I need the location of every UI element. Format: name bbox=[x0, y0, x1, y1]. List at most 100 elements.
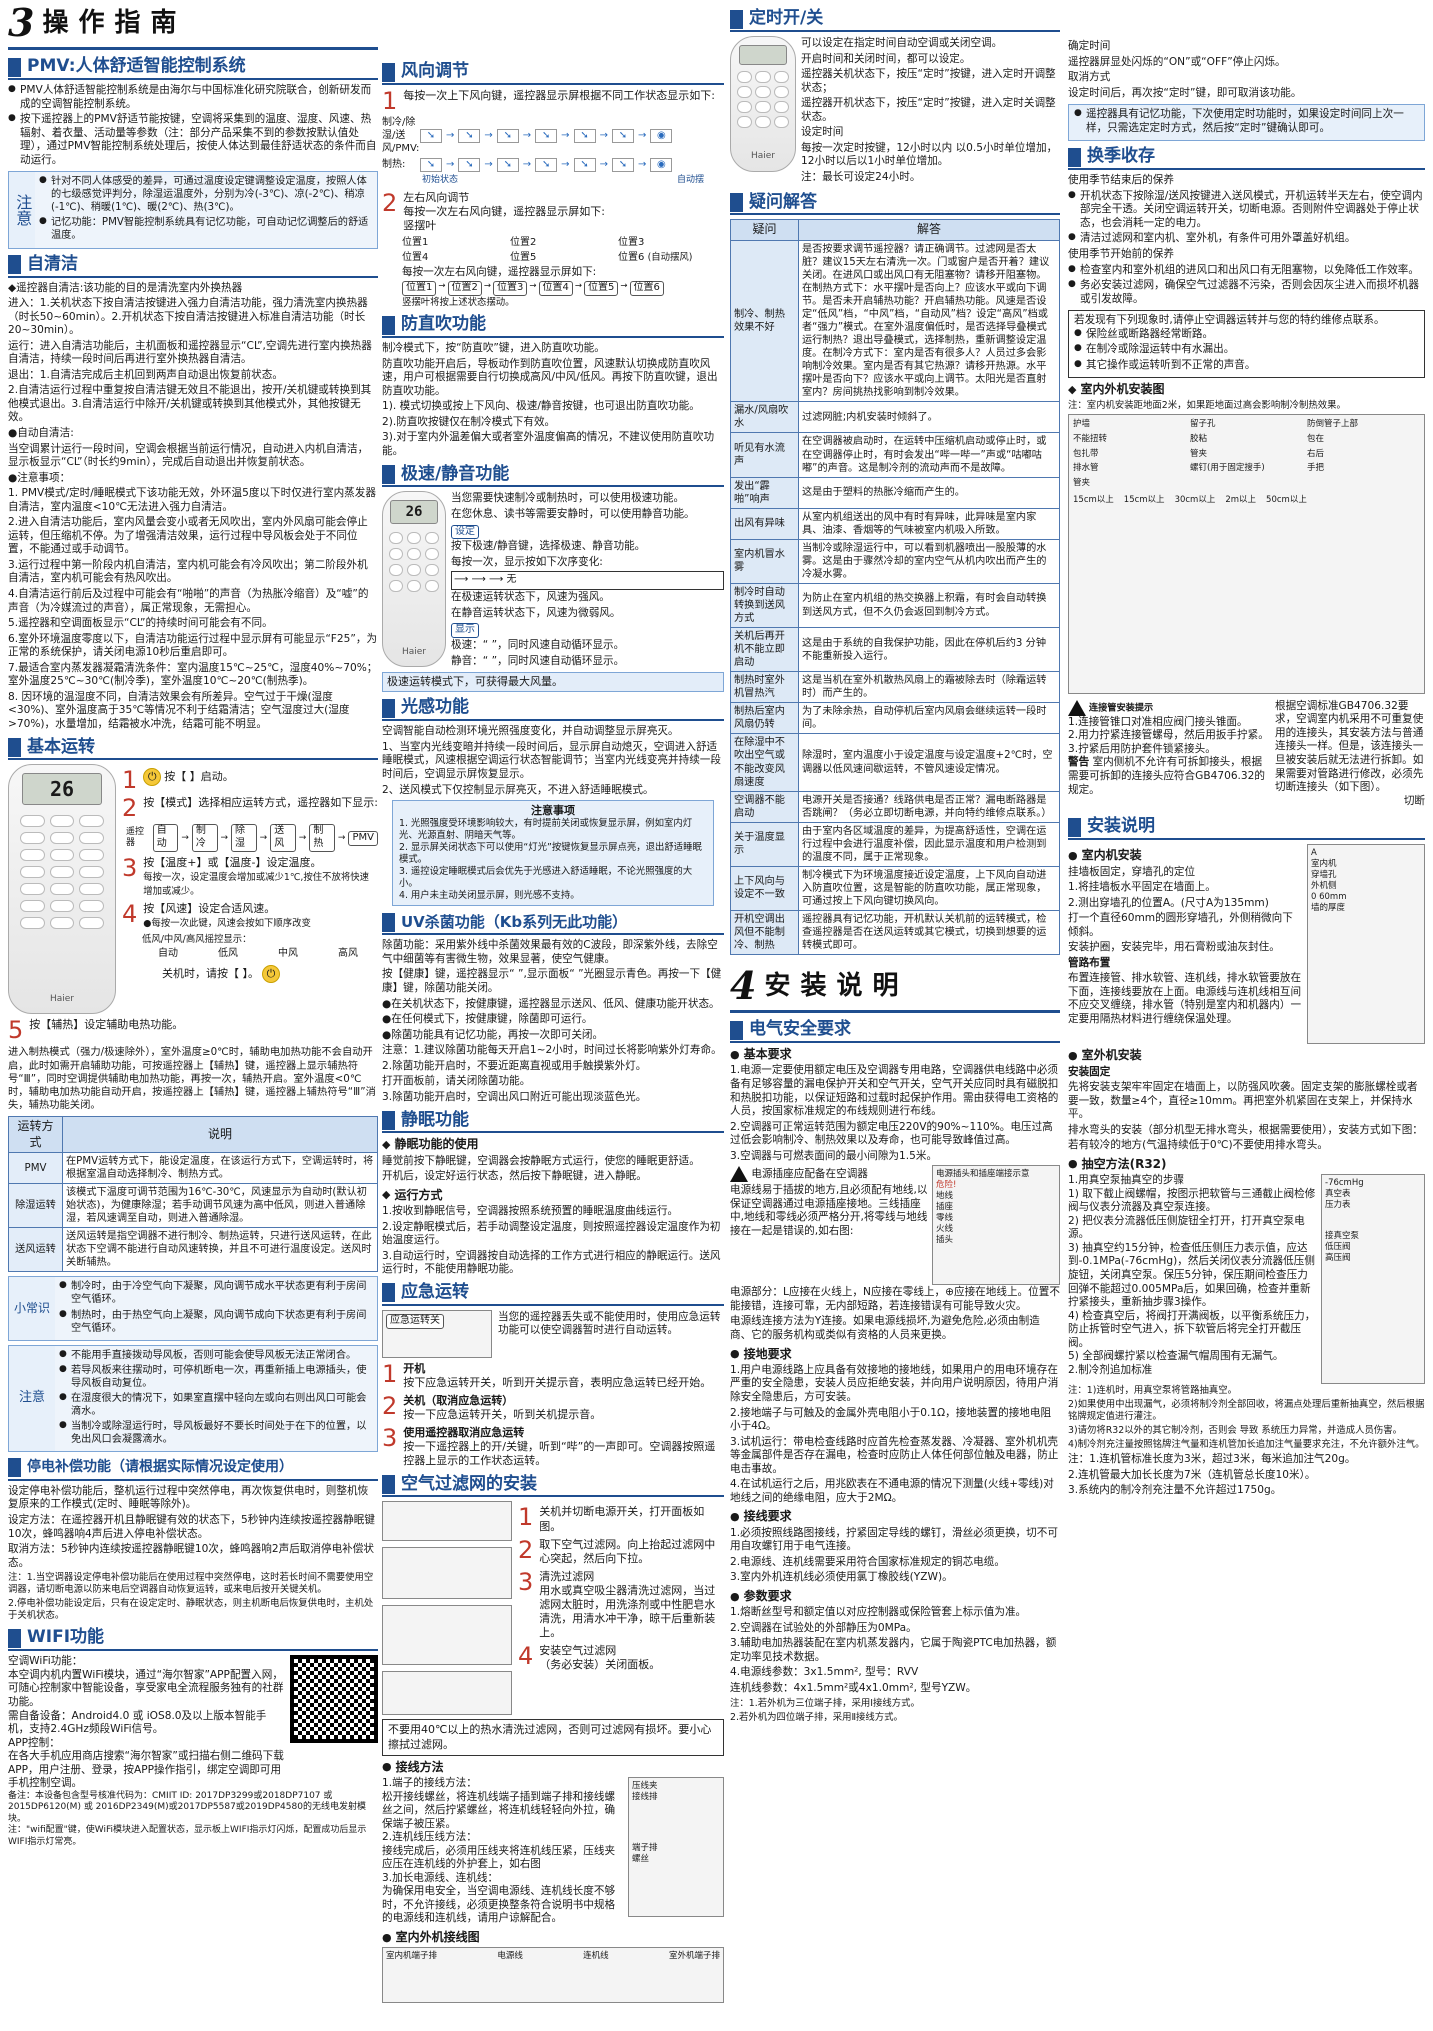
section-selfclean: 自清洁 bbox=[8, 254, 378, 278]
selfclean-line: 当空调累计运行一段时间，空调会根据当前运行情况，自动进入内机自清洁，显示板显示“… bbox=[8, 442, 369, 469]
position-grid: 位置1 位置2 位置3 位置4 位置5 位置6 (自动摆风) bbox=[402, 237, 693, 263]
selfclean-line: 2.进入自清洁功能后，室内风量会变小或者无风吹出，室内外风扇可能会停止运转，但压… bbox=[8, 516, 368, 556]
remote-key[interactable] bbox=[79, 866, 105, 879]
column-4: 确定时间 遥控器屏显处闪烁的“ON”或“OFF”停止闪烁。 取消方式 设定时间后… bbox=[1068, 0, 1425, 1500]
selfclean-line: 5.遥控器和空调面板显示“CL”的持续时间可能会有不同。 bbox=[8, 617, 273, 630]
remote-lcd: 26 bbox=[21, 773, 103, 806]
selfclean-line: 2.自清洁运行过程中重复按自清洁键无效且不能退出，按开/关机键或转换到其他模式退… bbox=[8, 384, 372, 424]
selfclean-line: 退出：1.自清洁完成后主机回到两声自动退出恢复前状态。 bbox=[8, 368, 283, 381]
section-title: 自清洁 bbox=[27, 253, 78, 274]
remote-key[interactable] bbox=[49, 832, 75, 845]
selfclean-line: 进入：1.关机状态下按自清洁按键进入强力自清洁功能，强力清洗室内换热器（时长50… bbox=[8, 297, 368, 337]
remote-key[interactable] bbox=[19, 815, 45, 828]
remote-key[interactable] bbox=[79, 849, 105, 862]
remote-buttons bbox=[19, 815, 105, 930]
table-row: 室内机冒水雾当制冷或除湿运行中，可以看到机器喷出一股股薄的水雾。这是由于骤然冷却… bbox=[730, 538, 1060, 584]
vane-icon: ➘ bbox=[611, 158, 634, 173]
vane-icon: ➘ bbox=[496, 129, 519, 144]
vane-icon: ➘ bbox=[458, 158, 481, 173]
section-season: 换季收存 bbox=[1068, 146, 1425, 171]
remote-key[interactable] bbox=[19, 917, 45, 930]
chapter-number: 4 bbox=[730, 963, 757, 1009]
remote-key[interactable] bbox=[19, 883, 45, 896]
remote-key[interactable] bbox=[19, 866, 45, 879]
terminal-diagram: 压线夹 接线排 端子排 螺丝 bbox=[628, 1776, 724, 1917]
vane-icon: ➘ bbox=[535, 158, 558, 173]
section-title: 换季收存 bbox=[1087, 146, 1155, 167]
remote-key[interactable] bbox=[49, 849, 75, 862]
remote-control-small: 26 Haier bbox=[382, 491, 446, 668]
chapter-title: 操作指南 bbox=[42, 7, 187, 38]
selfclean-line: 4.自清洁运行前后及过程中可能会有“啪啪”的声音（为热胀冷缩音）及“嘘”的声音（… bbox=[8, 588, 369, 614]
remote-key[interactable] bbox=[19, 849, 45, 862]
selfclean-line: ●注意事项： bbox=[8, 471, 71, 484]
remote-key[interactable] bbox=[49, 900, 75, 913]
indoor-unit-diagram bbox=[382, 1501, 512, 1542]
remote-key[interactable] bbox=[79, 900, 105, 913]
section-wifi: WIFI功能 bbox=[8, 1627, 378, 1652]
remote-brand: Haier bbox=[49, 993, 75, 1004]
section-filter: 空气过滤网的安装 bbox=[382, 1473, 724, 1498]
vane-icon: ➘ bbox=[535, 129, 558, 144]
remote-key[interactable] bbox=[19, 832, 45, 845]
qr-code[interactable] bbox=[290, 1655, 378, 1744]
remote-key[interactable] bbox=[49, 866, 75, 879]
column-3: 定时开/关 Haier 可以设定在指定时间自动空调或关闭空调。 开启时间和关闭时… bbox=[730, 8, 1060, 1723]
section-quiet: 极速/静音功能 bbox=[382, 463, 724, 488]
remote-key[interactable] bbox=[79, 917, 105, 930]
quiet-sequence: ⟶ ⟶ ⟶ 无 bbox=[451, 571, 724, 591]
table-row: 上下风向与设定不一致制冷模式下为环境温度接近设定温度，上下风向自动进入防直吹位置… bbox=[730, 865, 1060, 911]
chapter-number: 3 bbox=[8, 0, 35, 46]
chapter-4-header: 4 安装说明 bbox=[730, 963, 1060, 1014]
remote-lcd: 26 bbox=[390, 500, 438, 525]
remote-key[interactable] bbox=[49, 815, 75, 828]
section-title: 应急运转 bbox=[401, 1282, 469, 1303]
table-row: 制冷时自动转换到送风方式为防止在室内机组的热交换器上积霜，有时会自动转换到送风方… bbox=[730, 582, 1060, 629]
section-sleep: 静眠功能 bbox=[382, 1109, 724, 1134]
table-row: 制冷、制热效果不好是否按要求调节遥控器？请正确调节。过滤网是否太脏？建议15天左… bbox=[730, 239, 1060, 403]
pmv-note: 注意 针对不同人体感受的差异，可通过温度设定键调整设定温度，按照人体的七级感觉评… bbox=[8, 171, 378, 249]
plug-diagram: 电源插头和插座端接示意 危险! 地线 插座 零线 火线 插头 bbox=[932, 1165, 1060, 1286]
section-light: 光感功能 bbox=[382, 697, 724, 722]
remote-key[interactable] bbox=[79, 832, 105, 845]
installation-diagram: 护墙 留子孔 防倒管子上部 不能扭转 胶粘 包在 包扎带 管夹 右后 排水管 螺… bbox=[1068, 413, 1425, 694]
wiring-diagram: 室内机端子排 电源线 连机线 室外机端子排 bbox=[382, 1947, 724, 2004]
power-icon[interactable]: ⏻ bbox=[262, 965, 280, 984]
tips-box: 小常识 制冷时，由于冷空气向下凝聚，风向调节成水平状态更有利于房间空气循环。 制… bbox=[8, 1276, 378, 1341]
remote-key[interactable] bbox=[49, 883, 75, 896]
remote-key[interactable] bbox=[19, 900, 45, 913]
power-icon[interactable]: ⏻ bbox=[143, 768, 162, 787]
table-row: 开机空调出风但不能制冷、制热遥控器具有记忆功能，开机默认关机前的运转模式，检查遥… bbox=[730, 909, 1060, 956]
remote-control-timer: Haier bbox=[730, 36, 796, 172]
table-row: 出风有异味从室内机组送出的风中有时有异味，此异味是室内家具、油漆、香烟等的气味被… bbox=[730, 507, 1060, 540]
pmv-bullet: 按下遥控器上的PMV舒适节能按键，空调将采集到的温度、湿度、风速、热辐射、着衣量… bbox=[8, 113, 378, 167]
section-timer: 定时开/关 bbox=[730, 8, 1060, 32]
section-title: 基本运转 bbox=[27, 736, 95, 757]
table-row: 在除湿中不吹出空气或不能改变风扇速度除湿时，室内温度小于设定温度与设定温度+2℃… bbox=[730, 733, 1060, 792]
section-pmv: PMV:人体舒适智能控制系统 bbox=[8, 56, 378, 80]
faq-table: 疑问解答 制冷、制热效果不好是否按要求调节遥控器？请正确调节。过滤网是否太脏？建… bbox=[730, 219, 1060, 956]
selfclean-line: 3.运行过程中第一阶段内机自清洁，室内机可能会有冷风吹出；第二阶段外机自清洁，室… bbox=[8, 558, 368, 585]
swing-icon: ◉ bbox=[650, 129, 673, 144]
table-row: 听见有水流声在空调器被启动时，在运转中压缩机启动或停止时，或在空调器停止时，有时… bbox=[730, 432, 1060, 478]
table-row: 制热时室外机冒热汽这是当机在室外机散热风扇上的霜被除去时（除霜运转时）而产生的。 bbox=[730, 671, 1060, 704]
section-elec: 电气安全要求 bbox=[730, 1019, 1060, 1044]
chapter-title: 安装说明 bbox=[764, 970, 909, 1001]
section-title: 静眠功能 bbox=[401, 1109, 469, 1130]
remote-key[interactable] bbox=[49, 917, 75, 930]
table-row: 发出“霹啪”响声这是由于塑料的热胀冷缩而产生的。 bbox=[730, 476, 1060, 509]
section-title: 空气过滤网的安装 bbox=[401, 1473, 537, 1494]
filter-install-diagram bbox=[382, 1671, 512, 1716]
section-title: 定时开/关 bbox=[749, 8, 824, 29]
selfclean-line: 1. PMV模式/定时/睡眠模式下该功能无效，外环温5度以下时仅进行室内蒸发器自… bbox=[8, 487, 376, 513]
remote-key[interactable] bbox=[79, 883, 105, 896]
warning-icon bbox=[1068, 699, 1086, 716]
position-sequence: 位置1→位置2→位置3→位置4→位置5→位置6 bbox=[402, 281, 724, 297]
remote-key[interactable] bbox=[79, 815, 105, 828]
off-hint: 关机时，请按【 】。⏻ bbox=[162, 965, 378, 984]
